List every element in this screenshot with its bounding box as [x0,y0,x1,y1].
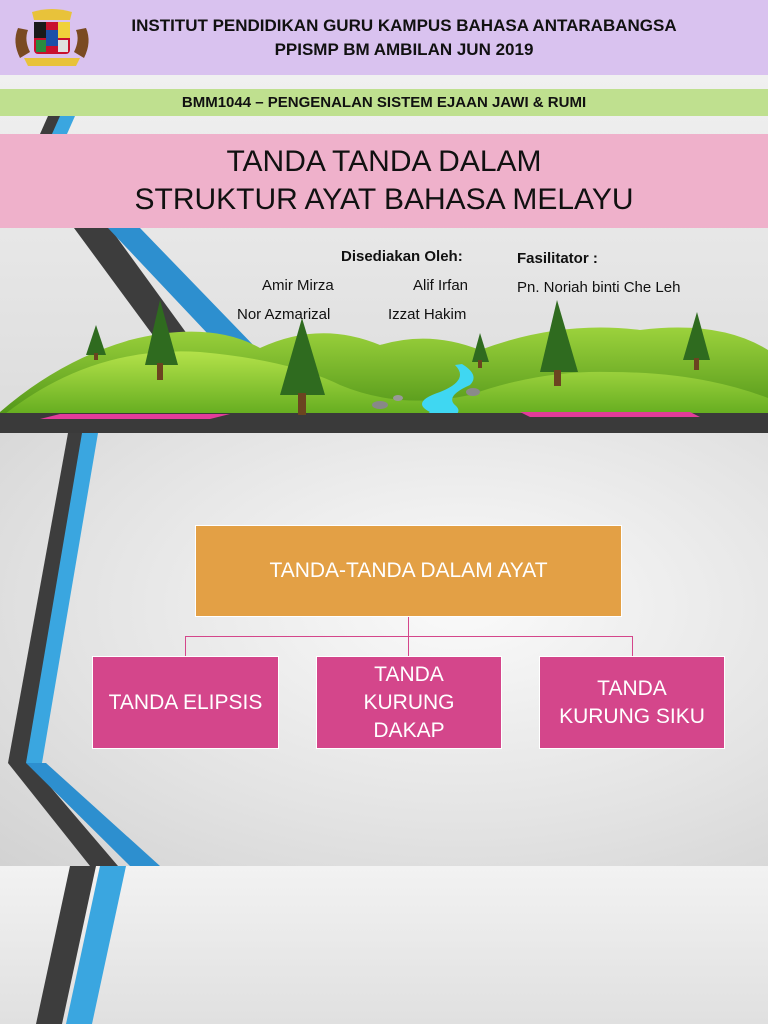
child-node-kurung-dakap: TANDA KURUNG DAKAP [316,656,502,749]
node-label: TANDA [597,676,667,700]
title-line-2: STRUKTUR AYAT BAHASA MELAYU [134,183,634,216]
stripe-decoration [36,866,126,1024]
stripe-decoration [8,433,160,866]
connector-line [408,617,409,636]
coat-of-arms-icon [15,9,89,66]
author-name: Alif Irfan [413,277,469,294]
node-label: KURUNG SIKU [559,704,705,728]
child-node-kurung-siku: TANDA KURUNG SIKU [539,656,725,749]
author-name: Izzat Hakim [388,306,467,323]
connector-line [632,636,633,656]
landscape-illustration [0,300,768,433]
title-line-1: TANDA TANDA DALAM [226,145,542,178]
course-code-band: BMM1044 – PENGENALAN SISTEM EJAAN JAWI &… [0,89,768,116]
node-label: KURUNG [363,690,455,714]
connector-line [408,636,409,656]
institution-header: INSTITUT PENDIDIKAN GURU KAMPUS BAHASA A… [0,0,768,75]
author-name: Amir Mirza [262,277,334,294]
node-label: TANDA [374,662,444,686]
institution-name: INSTITUT PENDIDIKAN GURU KAMPUS BAHASA A… [131,15,677,35]
node-label: TANDA ELIPSIS [108,690,263,714]
connector-line [185,636,186,656]
cover-slide: INSTITUT PENDIDIKAN GURU KAMPUS BAHASA A… [0,0,768,433]
program-intake: PPISMP BM AMBILAN JUN 2019 [274,39,534,59]
slide-title: TANDA TANDA DALAM STRUKTUR AYAT BAHASA M… [0,134,768,228]
child-node-elipsis: TANDA ELIPSIS [92,656,279,749]
node-label: DAKAP [373,718,445,742]
next-slide-partial [0,866,768,1024]
facilitator-name: Pn. Noriah binti Che Leh [517,279,681,296]
root-node: TANDA-TANDA DALAM AYAT [195,525,622,617]
diagram-slide: TANDA-TANDA DALAM AYAT TANDA ELIPSIS TAN… [0,433,768,866]
author-name: Nor Azmarizal [237,306,331,323]
facilitator-label: Fasilitator : [517,250,598,267]
prepared-by-label: Disediakan Oleh: [341,248,463,265]
